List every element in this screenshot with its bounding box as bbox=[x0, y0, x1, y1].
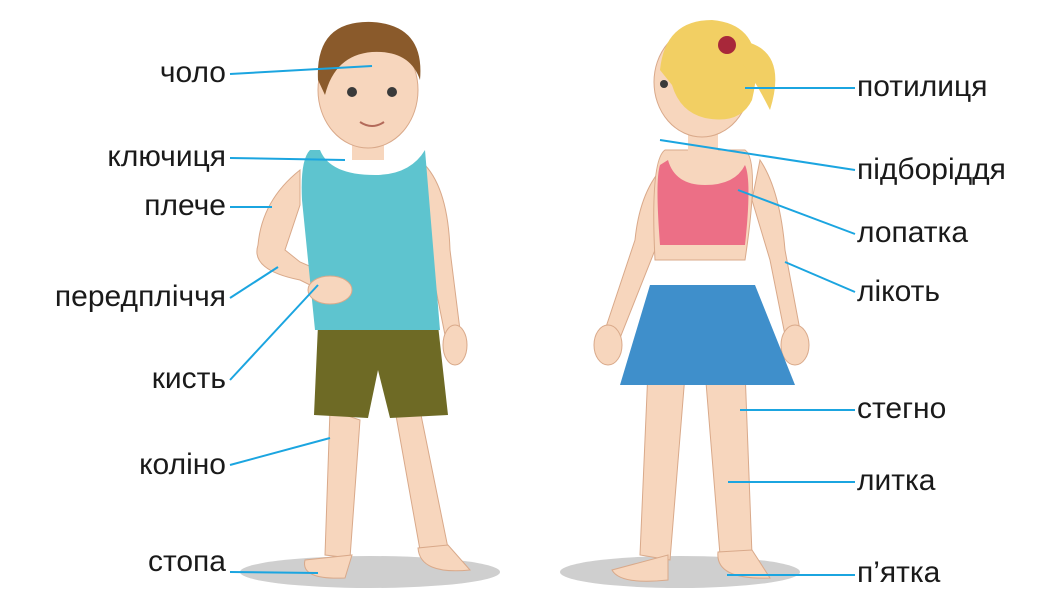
label-calf: литка bbox=[857, 466, 935, 496]
label-collarbone: ключиця bbox=[107, 142, 226, 172]
label-elbow: лікоть bbox=[857, 277, 940, 307]
girl-figure bbox=[594, 20, 809, 581]
leader-elbow bbox=[785, 262, 855, 292]
boy-figure bbox=[257, 22, 470, 578]
leader-hand bbox=[230, 285, 318, 380]
label-shoulder: плече bbox=[144, 191, 226, 221]
label-hand: кисть bbox=[152, 364, 226, 394]
label-chin: підборіддя bbox=[857, 155, 1006, 185]
label-thigh: стегно bbox=[857, 394, 946, 424]
leader-collarbone bbox=[230, 158, 345, 160]
label-forearm: передпліччя bbox=[55, 282, 226, 312]
leader-foot bbox=[230, 572, 318, 573]
leader-knee bbox=[230, 438, 330, 465]
label-back-of-head: потилиця bbox=[857, 72, 987, 102]
label-foot: стопа bbox=[148, 547, 226, 577]
label-shoulder-blade: лопатка bbox=[857, 218, 968, 248]
leader-forearm bbox=[230, 267, 278, 298]
label-heel: п’ятка bbox=[857, 558, 940, 588]
label-knee: коліно bbox=[139, 450, 226, 480]
label-forehead: чоло bbox=[160, 58, 226, 88]
